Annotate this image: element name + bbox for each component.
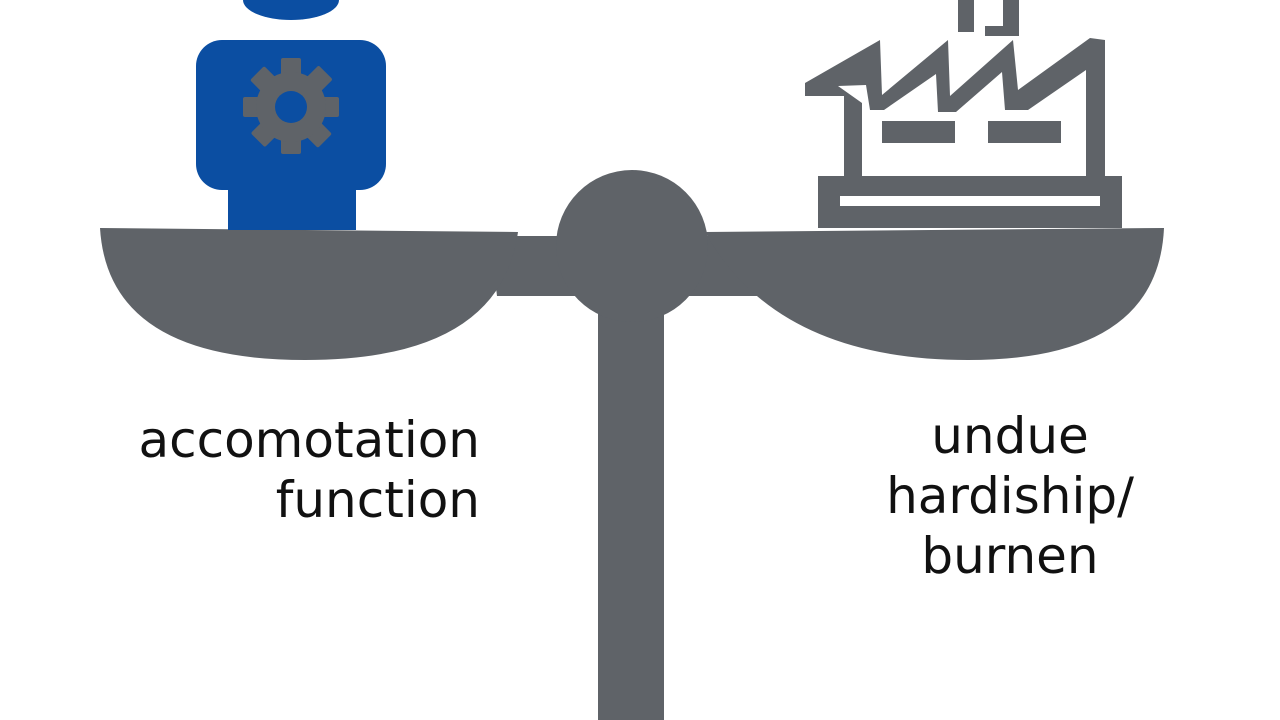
scale-post [598,258,664,720]
right-pan [705,228,1164,360]
undue-hardship-label: undue hardiship/ burnen [886,407,1134,585]
person-with-gear-icon [196,0,386,230]
accommodation-function-label: accomotation function [138,411,480,529]
factory-icon [805,0,1122,228]
left-pan [100,228,518,360]
gear-icon [243,58,339,154]
